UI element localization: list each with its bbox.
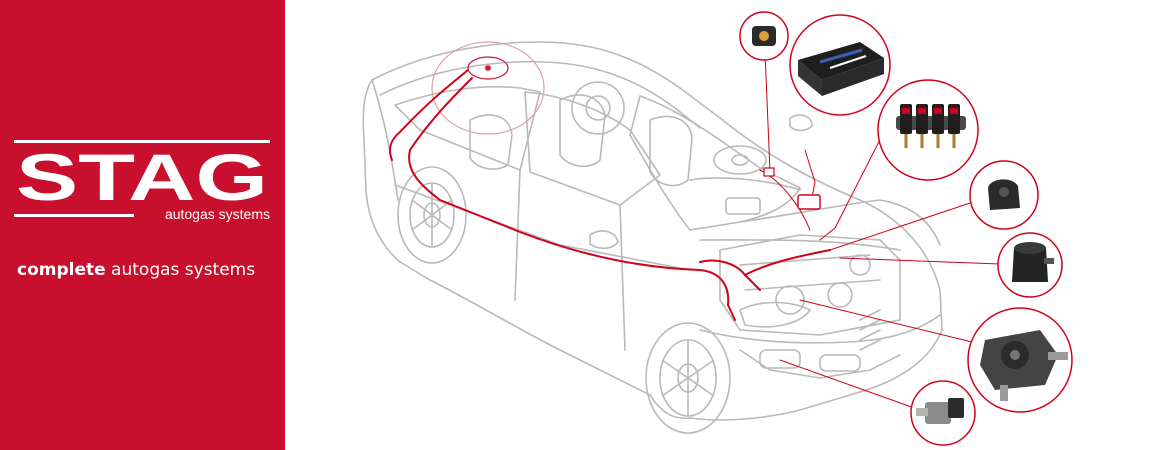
indicator-mount [763,167,775,177]
gas-line [389,69,831,321]
stag-logo[interactable]: STAG autogas systems [14,140,270,232]
car-body-outline [362,41,943,421]
ecu-controller-icon [789,14,891,116]
tagline-bold: complete [17,260,106,280]
rear-wheel [397,166,467,264]
injector-rail-icon [877,79,979,181]
logo-subtitle: autogas systems [164,206,270,222]
logo-bottom-rule [14,214,134,217]
lpg-tank-highlight [431,41,545,135]
gas-filter-icon [997,232,1063,298]
tagline: complete autogas systems [17,260,255,280]
logo-text: STAG [16,146,268,206]
solenoid-valve-icon [910,380,976,446]
car-illustration [362,11,1073,446]
front-wheel [645,322,731,434]
brand-panel: STAG autogas systems complete autogas sy… [0,0,285,450]
logo-top-rule [14,140,270,143]
tagline-rest: autogas systems [105,260,256,280]
map-sensor-icon [969,160,1039,230]
gas-level-indicator-icon [739,11,789,61]
ecu-mount [797,194,821,210]
reducer-vaporizer-icon [967,307,1073,413]
logo-wordmark: STAG [16,146,268,206]
